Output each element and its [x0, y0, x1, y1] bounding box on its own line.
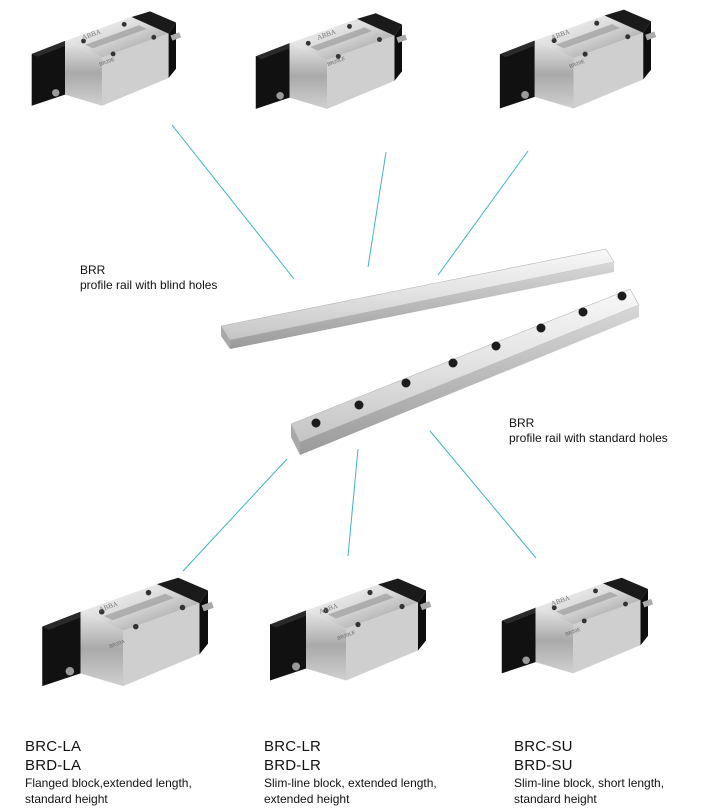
caption-code: BRC-LR [264, 738, 322, 755]
connector-line [437, 150, 529, 276]
caption-code: BRC-LA [25, 738, 82, 755]
caption-description: standard height [514, 792, 597, 806]
caption-description: Slim-line block, extended length, [264, 776, 437, 790]
rail-hole [578, 307, 588, 317]
block-top-left: ABBA BR20E [31, 11, 182, 106]
connector-line [182, 458, 288, 572]
rail-hole [491, 341, 501, 351]
rail-hole [617, 291, 627, 301]
rail-blind-name: BRR [80, 263, 106, 277]
block-top-right: ABBA BR20E [499, 9, 657, 109]
caption-description: standard height [25, 792, 108, 806]
caption-code: BRC-SU [514, 738, 573, 755]
caption-description: Slim-line block, short length, [514, 776, 665, 790]
caption-la: BRC-LA BRD-LA Flanged block,extended len… [25, 737, 255, 807]
svg-text:BR20E: BR20E [99, 57, 117, 68]
rail-hole [401, 378, 411, 388]
rail-standard-holes [290, 288, 640, 455]
connector-lines [171, 124, 537, 572]
rail-blind-label: BRR profile rail with blind holes [80, 263, 217, 293]
svg-text:BR20E: BR20E [565, 627, 583, 638]
caption-description: extended height [264, 792, 350, 806]
rail-blind-holes [220, 248, 615, 349]
caption-lr: BRC-LR BRD-LR Slim-line block, extended … [264, 737, 494, 807]
rail-standard-description: profile rail with standard holes [509, 431, 668, 445]
block-bottom-right: ABBA BR20E [501, 577, 654, 674]
caption-description: Flanged block,extended length, [25, 776, 192, 790]
connector-line [367, 151, 387, 268]
rail-hole [311, 418, 321, 428]
rail-hole [448, 358, 458, 368]
caption-su: BRC-SU BRD-SU Slim-line block, short len… [514, 737, 724, 807]
rail-blind-description: profile rail with blind holes [80, 278, 218, 292]
connector-line [347, 448, 359, 557]
block-bottom-left: ABBA BR20A [42, 577, 214, 687]
connector-line [171, 124, 295, 280]
svg-text:BR20A: BR20A [109, 639, 127, 650]
caption-code: BRD-SU [514, 757, 573, 774]
block-bottom-middle: ABBA BR20LE [270, 578, 432, 681]
rail-standard-name: BRR [509, 416, 535, 430]
rail-hole [536, 323, 546, 333]
caption-code: BRD-LR [264, 757, 322, 774]
rail-standard-label: BRR profile rail with standard holes [509, 416, 668, 446]
rail-hole [354, 400, 364, 410]
svg-text:BR20E: BR20E [569, 59, 587, 70]
connector-line [429, 430, 537, 559]
caption-code: BRD-LA [25, 757, 82, 774]
block-top-middle: ABBA BR20LE [255, 13, 408, 109]
